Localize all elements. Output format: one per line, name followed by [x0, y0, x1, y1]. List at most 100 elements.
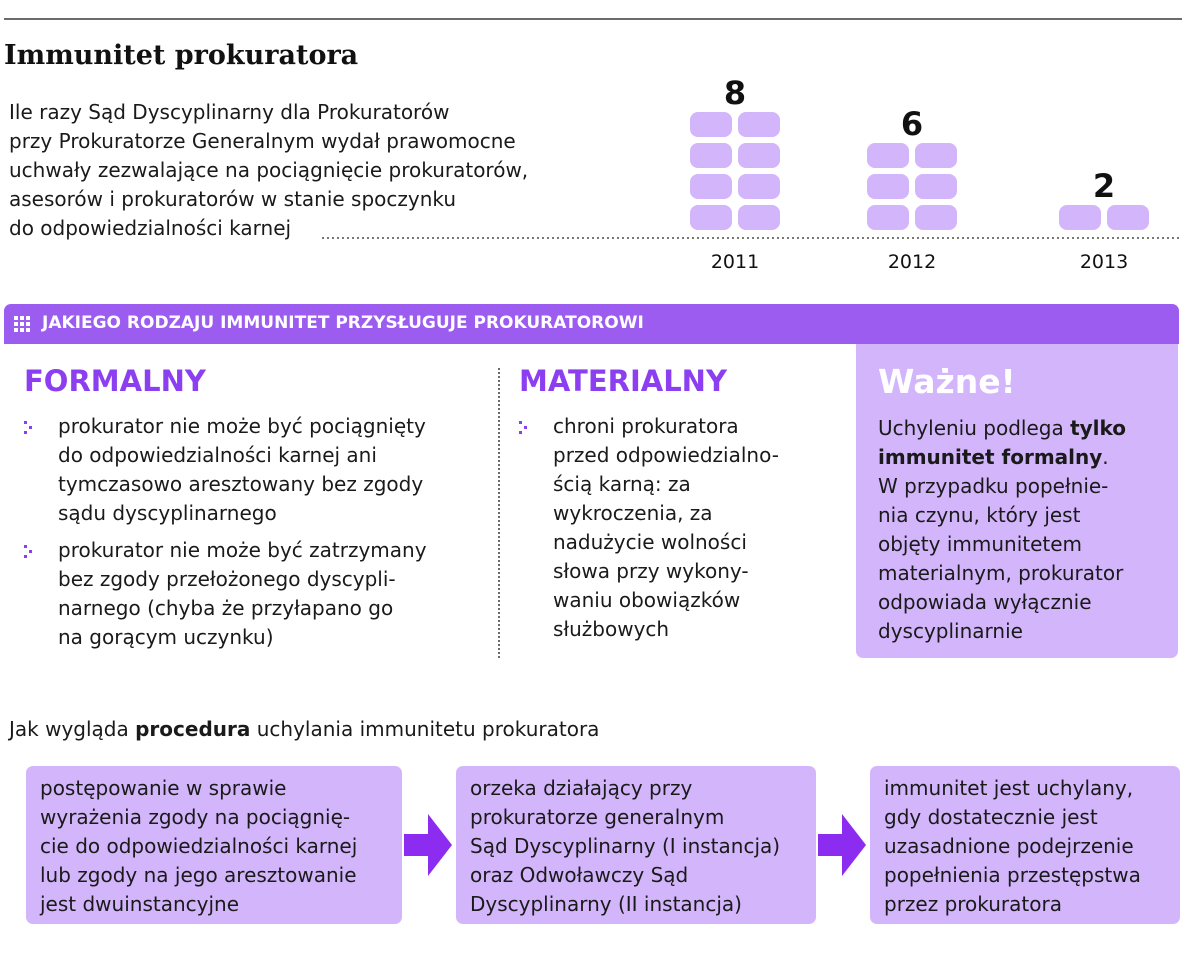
procedure-step-text: orzeka działający przy prokuratorze gene…: [470, 774, 780, 919]
x-tick-label-2012: 2012: [888, 251, 936, 273]
list-item: prokurator nie może być pociągnięty do o…: [24, 412, 427, 528]
procedure-step-text: postępowanie w sprawie wyrażenia zgody n…: [40, 774, 357, 919]
bar-block-2013: [1107, 205, 1149, 230]
list-item-line: tymczasowo aresztowany bez zgody: [58, 472, 424, 496]
important-text-part: Uchyleniu podlega: [878, 416, 1071, 440]
bar-block-2011: [690, 205, 732, 230]
procedure-step-line: orzeka działający przy: [470, 776, 693, 800]
procedure-step-line: Dyscyplinarny (II instancja): [470, 892, 742, 916]
bar-block-2011: [738, 174, 780, 199]
arrow-right-icon: [818, 814, 866, 876]
bar-block-2011: [738, 112, 780, 137]
description-line: przy Prokuratorze Generalnym wydał prawo…: [9, 129, 516, 153]
list-item-line: nadużycie wolności: [553, 530, 747, 554]
procedure-step-line: gdy dostatecznie jest: [884, 805, 1098, 829]
data-label-2011: 8: [724, 74, 746, 112]
procedure-heading-part: uchylania immunitetu prokuratora: [250, 717, 600, 741]
procedure-step-line: immunitet jest uchylany,: [884, 776, 1134, 800]
list-item-line: na gorącym uczynku): [58, 625, 274, 649]
bar-block-2011: [738, 205, 780, 230]
list-item-line: wykroczenia, za: [553, 501, 713, 525]
x-tick-label-2011: 2011: [711, 251, 759, 273]
list-item-line: przed odpowiedzialno-: [553, 443, 779, 467]
materialny-heading: MATERIALNY: [519, 364, 727, 398]
formalny-list: prokurator nie może być pociągnięty do o…: [24, 412, 427, 660]
list-item: prokurator nie może być zatrzymany bez z…: [24, 536, 427, 652]
description-line: do odpowiedzialności karnej: [9, 216, 292, 240]
important-line: nia czynu, który jest: [878, 503, 1081, 527]
procedure-step-line: cie do odpowiedzialności karnej: [40, 834, 358, 858]
procedure-heading-emphasis: procedura: [135, 717, 251, 741]
important-line: dyscyplinarnie: [878, 619, 1023, 643]
formalny-heading: FORMALNY: [24, 364, 206, 398]
list-item-line: chroni prokuratora: [553, 414, 739, 438]
procedure-step-line: uzasadnione podejrzenie: [884, 834, 1134, 858]
bullet-dots-icon: [519, 421, 531, 435]
procedure-step-line: przez prokuratora: [884, 892, 1062, 916]
important-line: odpowiada wyłącznie: [878, 590, 1092, 614]
list-item-line: sądu dyscyplinarnego: [58, 501, 277, 525]
bar-block-2012: [915, 143, 957, 168]
important-line: materialnym, prokurator: [878, 561, 1124, 585]
important-line: W przypadku popełnie-: [878, 474, 1109, 498]
x-tick-label-2013: 2013: [1080, 251, 1128, 273]
procedure-step-1: postępowanie w sprawie wyrażenia zgody n…: [26, 766, 402, 924]
procedure-step-2: orzeka działający przy prokuratorze gene…: [456, 766, 816, 924]
procedure-heading-part: Jak wygląda: [9, 717, 136, 741]
bar-block-2011: [690, 143, 732, 168]
top-rule: [4, 18, 1182, 20]
section-header-band: JAKIEGO RODZAJU IMMUNITET PRZYSŁUGUJE PR…: [4, 304, 1179, 344]
section-header: JAKIEGO RODZAJU IMMUNITET PRZYSŁUGUJE PR…: [42, 313, 644, 333]
bar-block-2012: [867, 143, 909, 168]
list-item-line: ścią karną: za: [553, 472, 691, 496]
procedure-step-line: jest dwuinstancyjne: [40, 892, 240, 916]
list-item-line: do odpowiedzialności karnej ani: [58, 443, 377, 467]
important-box: Ważne! Uchyleniu podlega tylko immunitet…: [856, 344, 1178, 658]
grid-icon: [14, 316, 32, 332]
important-text-part: .: [1102, 445, 1109, 469]
bar-block-2011: [690, 112, 732, 137]
procedure-step-line: wyrażenia zgody na pociągnię-: [40, 805, 351, 829]
bar-block-2012: [915, 205, 957, 230]
list-item-line: narnego (chyba że przyłapano go: [58, 596, 394, 620]
procedure-step-line: Sąd Dyscyplinarny (I instancja): [470, 834, 781, 858]
bullet-dots-icon: [24, 545, 36, 559]
bar-block-2011: [738, 143, 780, 168]
list-item: chroni prokuratora przed odpowiedzialno-…: [519, 412, 779, 644]
list-item-line: bez zgody przełożonego dyscypli-: [58, 567, 396, 591]
bar-block-2012: [915, 174, 957, 199]
bar-block-2013: [1059, 205, 1101, 230]
procedure-step-line: popełnienia przestępstwa: [884, 863, 1141, 887]
procedure-heading: Jak wygląda procedura uchylania immunite…: [9, 717, 599, 741]
important-heading: Ważne!: [878, 362, 1016, 401]
procedure-step-line: prokuratorze generalnym: [470, 805, 725, 829]
list-item-line: waniu obowiązków: [553, 588, 741, 612]
bar-block-2011: [690, 174, 732, 199]
description-line: uchwały zezwalające na pociągnięcie prok…: [9, 158, 529, 182]
list-item-line: prokurator nie może być pociągnięty: [58, 414, 426, 438]
column-divider: [498, 368, 500, 658]
procedure-step-text: immunitet jest uchylany, gdy dostateczni…: [884, 774, 1141, 919]
data-label-2013: 2: [1093, 167, 1115, 205]
list-item-line: prokurator nie może być zatrzymany: [58, 538, 427, 562]
chart-description: Ile razy Sąd Dyscyplinarny dla Prokurato…: [9, 98, 629, 243]
list-item-line: słowa przy wykony-: [553, 559, 749, 583]
bullet-dots-icon: [24, 421, 36, 435]
bar-block-2012: [867, 205, 909, 230]
description-line: Ile razy Sąd Dyscyplinarny dla Prokurato…: [9, 100, 450, 124]
description-line: asesorów i prokuratorów w stanie spoczyn…: [9, 187, 457, 211]
list-item-line: służbowych: [553, 617, 670, 641]
procedure-step-line: oraz Odwoławczy Sąd: [470, 863, 689, 887]
procedure-step-line: postępowanie w sprawie: [40, 776, 287, 800]
important-line: objęty immunitetem: [878, 532, 1083, 556]
procedure-step-line: lub zgody na jego aresztowanie: [40, 863, 357, 887]
data-label-2012: 6: [901, 105, 923, 143]
arrow-right-icon: [404, 814, 452, 876]
decisions-chart: 8 2011 6 2012 2 2013: [322, 74, 1182, 273]
important-text: Uchyleniu podlega tylko immunitet formal…: [878, 414, 1126, 646]
important-emphasis: immunitet formalny: [878, 445, 1103, 469]
page-title: Immunitet prokuratora: [4, 40, 359, 71]
important-emphasis: tylko: [1070, 416, 1127, 440]
bar-block-2012: [867, 174, 909, 199]
procedure-step-3: immunitet jest uchylany, gdy dostateczni…: [870, 766, 1180, 924]
